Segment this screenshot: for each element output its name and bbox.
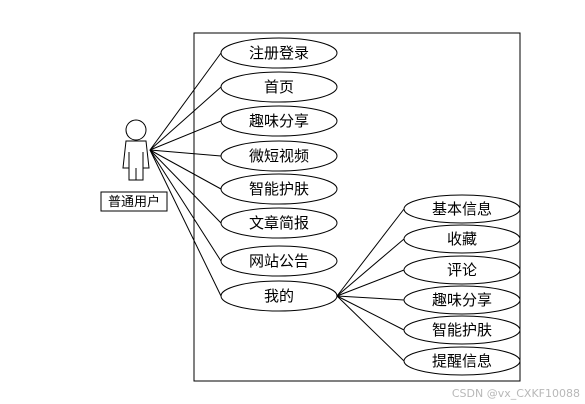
- actor-body: [122, 140, 150, 181]
- sub-use-case-label: 趣味分享: [432, 291, 492, 309]
- assoc-line: [149, 86, 222, 151]
- sub-use-case-fun-share: [403, 285, 521, 315]
- use-case-label: 我的: [264, 287, 294, 305]
- sub-associations: [336, 208, 405, 362]
- sub-use-case-smart-skincare: [403, 315, 521, 345]
- sub-assoc-line: [336, 295, 405, 331]
- assoc-line: [149, 149, 222, 224]
- use-case-article-brief: [220, 207, 338, 239]
- sub-assoc-line: [336, 295, 405, 301]
- sub-use-case-label: 基本信息: [432, 200, 492, 218]
- actor-label: 普通用户: [108, 194, 160, 210]
- assoc-line: [149, 149, 222, 297]
- use-case-site-notice: [220, 245, 338, 277]
- use-case-label: 文章简报: [249, 214, 309, 232]
- use-case-label: 趣味分享: [249, 112, 309, 130]
- actor-head: [125, 119, 147, 141]
- actor-figure: [122, 119, 150, 181]
- use-case-label: 首页: [264, 78, 294, 96]
- use-case-label: 注册登录: [249, 44, 309, 62]
- sub-assoc-line: [336, 208, 405, 297]
- use-case-mine: [220, 280, 338, 312]
- use-case-short-video: [220, 140, 338, 172]
- use-case-smart-skincare: [220, 173, 338, 205]
- sub-assoc-line: [336, 238, 405, 297]
- use-case-label: 微短视频: [249, 147, 309, 165]
- use-case-label: 智能护肤: [249, 180, 309, 198]
- assoc-line: [149, 52, 222, 151]
- assoc-line: [149, 149, 222, 157]
- actor-label-box: [100, 191, 168, 212]
- sub-use-case-favorites: [403, 224, 521, 254]
- sub-use-case-label: 评论: [447, 261, 477, 279]
- sub-use-case-reminders: [403, 346, 521, 376]
- watermark: CSDN @vx_CXKF10088: [452, 387, 580, 400]
- assoc-line: [149, 120, 222, 151]
- sub-use-case-label: 提醒信息: [432, 352, 492, 370]
- use-case-home: [220, 71, 338, 103]
- use-case-label: 网站公告: [249, 252, 309, 270]
- sub-assoc-line: [336, 295, 405, 362]
- use-case-register-login: [220, 37, 338, 69]
- use-case-fun-share: [220, 105, 338, 137]
- assoc-line: [149, 149, 222, 190]
- sub-use-case-label: 智能护肤: [432, 321, 492, 339]
- sub-use-case-label: 收藏: [447, 230, 477, 248]
- sub-use-case-comments: [403, 255, 521, 285]
- sub-use-case-basic-info: [403, 194, 521, 224]
- actor-associations: [149, 52, 222, 297]
- assoc-line: [149, 149, 222, 262]
- sub-assoc-line: [336, 269, 405, 297]
